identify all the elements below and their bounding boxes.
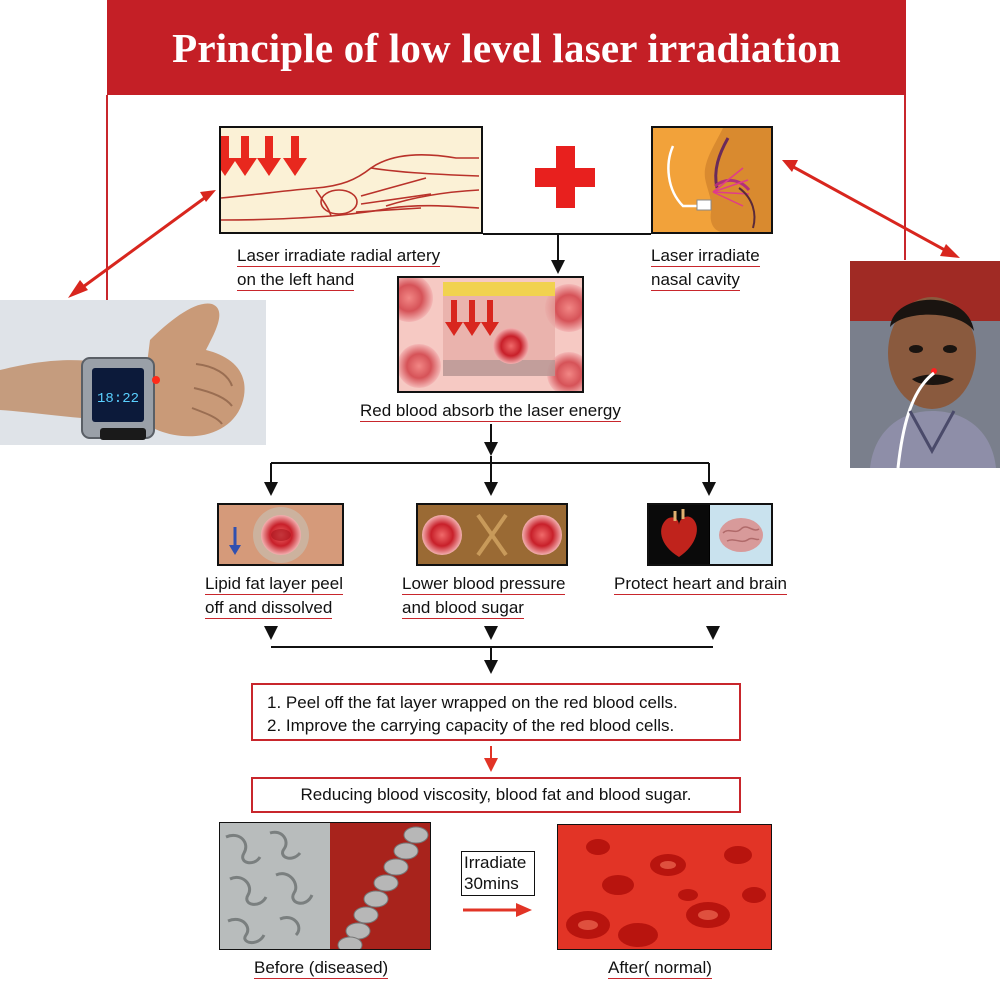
hand-caption: Laser irradiate radial artery on the lef… xyxy=(237,244,441,292)
heart-brain-illustration xyxy=(649,505,771,564)
title-banner: Principle of low level laser irradiation xyxy=(107,0,906,95)
before-caption-text: Before (diseased) xyxy=(254,958,389,979)
after-illustration xyxy=(558,825,771,949)
irradiate-label: Irradiate 30mins xyxy=(461,851,535,896)
heart-icon xyxy=(661,516,697,557)
reduce-box: Reducing blood viscosity, blood fat and … xyxy=(251,777,741,813)
irradiate-line-2: 30mins xyxy=(464,874,519,893)
absorb-caption: Red blood absorb the laser energy xyxy=(360,399,621,423)
pressure-caption: Lower blood pressure and blood sugar xyxy=(402,572,566,620)
hand-laser-panel xyxy=(219,126,483,234)
heart-brain-panel xyxy=(647,503,773,566)
nasal-caption: Laser irradiate nasal cavity xyxy=(651,244,760,292)
pressure-caption-line-1: Lower blood pressure xyxy=(402,574,566,595)
nasal-laser-panel xyxy=(651,126,773,234)
before-illustration xyxy=(220,823,430,949)
after-caption: After( normal) xyxy=(608,956,712,980)
man-illustration xyxy=(850,261,1000,468)
irradiate-line-1: Irradiate xyxy=(464,853,527,872)
protect-caption: Protect heart and brain xyxy=(614,572,787,596)
frame-right-line xyxy=(904,95,906,260)
result-line-2: 2. Improve the carrying capacity of the … xyxy=(267,716,675,735)
watch-display: 18:22 xyxy=(97,391,139,407)
lipid-caption-line-1: Lipid fat layer peel xyxy=(205,574,343,595)
nasal-illustration xyxy=(667,128,771,232)
pressure-caption-line-2: and blood sugar xyxy=(402,598,524,619)
wrist-illustration: 18:22 xyxy=(0,300,266,445)
after-image xyxy=(557,824,772,950)
lipid-panel xyxy=(217,503,344,566)
reduce-text: Reducing blood viscosity, blood fat and … xyxy=(300,785,692,804)
nasal-caption-line-1: Laser irradiate xyxy=(651,246,760,267)
hand-caption-line-1: Laser irradiate radial artery xyxy=(237,246,441,267)
page-title: Principle of low level laser irradiation xyxy=(172,24,841,71)
nasal-caption-line-2: nasal cavity xyxy=(651,270,740,291)
before-image xyxy=(219,822,431,950)
frame-left-line xyxy=(106,95,108,300)
blood-absorb-illustration xyxy=(399,278,582,391)
lipid-caption: Lipid fat layer peel off and dissolved xyxy=(205,572,343,620)
brain-icon xyxy=(719,518,763,552)
after-caption-text: After( normal) xyxy=(608,958,712,979)
absorb-caption-text: Red blood absorb the laser energy xyxy=(360,401,621,422)
hand-illustration xyxy=(221,136,480,221)
protect-caption-text: Protect heart and brain xyxy=(614,574,787,595)
man-nasal-photo xyxy=(850,261,1000,468)
pressure-illustration xyxy=(418,505,566,564)
lipid-caption-line-2: off and dissolved xyxy=(205,598,333,619)
blood-absorb-panel xyxy=(397,276,584,393)
pressure-panel xyxy=(416,503,568,566)
before-caption: Before (diseased) xyxy=(254,956,389,980)
lipid-illustration xyxy=(229,507,309,563)
wrist-device-photo: 18:22 xyxy=(0,300,266,445)
hand-caption-line-2: on the left hand xyxy=(237,270,355,291)
result-line-1: 1. Peel off the fat layer wrapped on the… xyxy=(267,693,678,712)
result-box: 1. Peel off the fat layer wrapped on the… xyxy=(251,683,741,741)
